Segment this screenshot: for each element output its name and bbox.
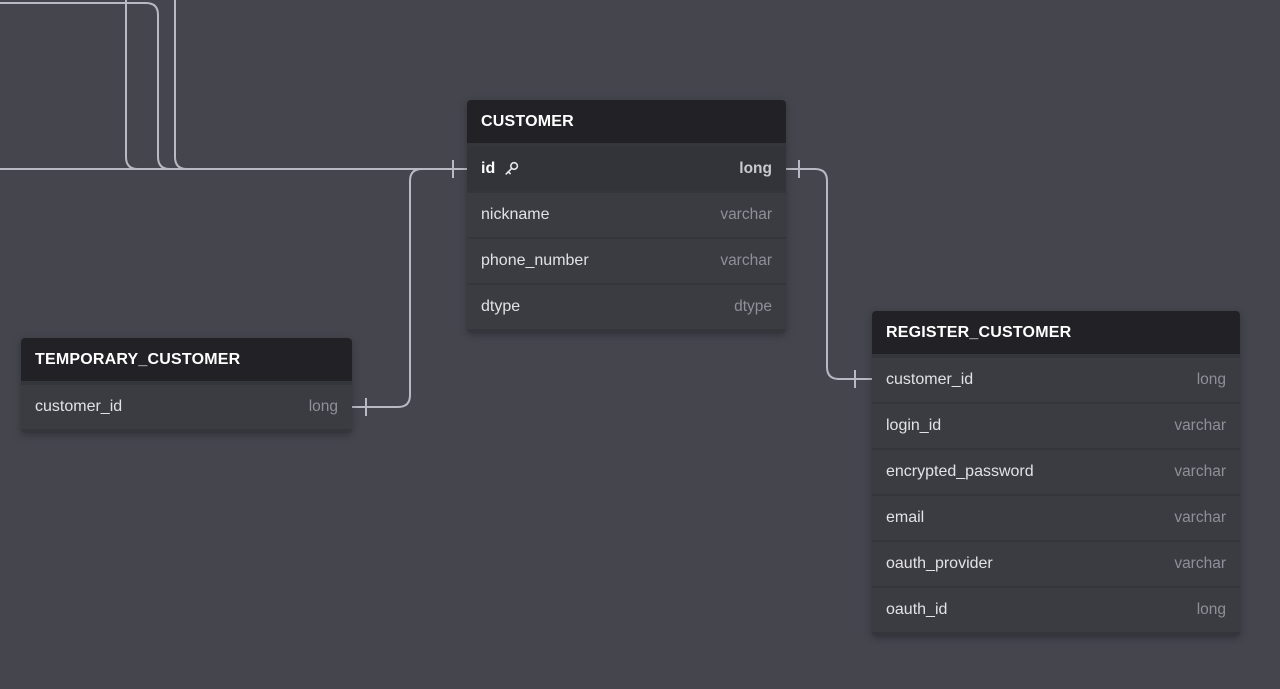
- column-name: customer_id: [35, 398, 123, 415]
- column-name: customer_id: [886, 371, 974, 388]
- column-name: email: [886, 509, 925, 526]
- column-type: long: [739, 160, 772, 177]
- column-row[interactable]: dtype dtype: [467, 285, 786, 329]
- column-row[interactable]: encrypted_password varchar: [872, 450, 1240, 494]
- column-name: nickname: [481, 206, 550, 223]
- column-row[interactable]: login_id varchar: [872, 404, 1240, 448]
- column-name: id: [481, 160, 496, 177]
- entity-table-header[interactable]: CUSTOMER: [467, 100, 786, 143]
- column-type: varchar: [720, 252, 772, 269]
- entity-table-title: REGISTER_CUSTOMER: [886, 323, 1072, 341]
- relationship-line-offscreen-top-1[interactable]: [125, 0, 467, 170]
- entity-table-header[interactable]: TEMPORARY_CUSTOMER: [21, 338, 352, 381]
- entity-table-temporary_customer[interactable]: TEMPORARY_CUSTOMER customer_id long: [21, 338, 352, 433]
- column-row[interactable]: oauth_provider varchar: [872, 542, 1240, 586]
- column-name: login_id: [886, 417, 942, 434]
- column-type: long: [1196, 601, 1226, 618]
- column-row[interactable]: email varchar: [872, 496, 1240, 540]
- column-row[interactable]: phone_number varchar: [467, 239, 786, 283]
- column-name: encrypted_password: [886, 463, 1034, 480]
- entity-table-title: TEMPORARY_CUSTOMER: [35, 350, 241, 368]
- entity-table-header[interactable]: REGISTER_CUSTOMER: [872, 311, 1240, 354]
- column-type: varchar: [1174, 509, 1226, 526]
- entity-table-title: CUSTOMER: [481, 112, 574, 130]
- key-icon: [502, 160, 520, 178]
- column-row[interactable]: id long: [467, 147, 786, 191]
- entity-table-body: customer_id long: [21, 381, 352, 433]
- column-type: varchar: [1174, 417, 1226, 434]
- column-type: varchar: [1174, 555, 1226, 572]
- column-row[interactable]: customer_id long: [872, 358, 1240, 402]
- relationship-line-customer-register_customer[interactable]: [786, 160, 872, 388]
- column-type: long: [1196, 371, 1226, 388]
- column-type: varchar: [720, 206, 772, 223]
- column-row[interactable]: customer_id long: [21, 385, 352, 429]
- column-type: long: [308, 398, 338, 415]
- column-name: dtype: [481, 298, 521, 315]
- column-row[interactable]: nickname varchar: [467, 193, 786, 237]
- column-type: varchar: [1174, 463, 1226, 480]
- column-name: phone_number: [481, 252, 589, 269]
- relationship-line-offscreen-top-2[interactable]: [174, 0, 467, 170]
- column-row[interactable]: oauth_id long: [872, 588, 1240, 632]
- relationship-line-temporary_customer-customer[interactable]: [352, 168, 467, 416]
- column-name: oauth_id: [886, 601, 948, 618]
- relationship-line-offscreen-top-left-corner[interactable]: [0, 2, 467, 170]
- column-name: oauth_provider: [886, 555, 993, 572]
- column-type: dtype: [734, 298, 772, 315]
- entity-table-body: id long nickname varchar phone_number varchar…: [467, 143, 786, 333]
